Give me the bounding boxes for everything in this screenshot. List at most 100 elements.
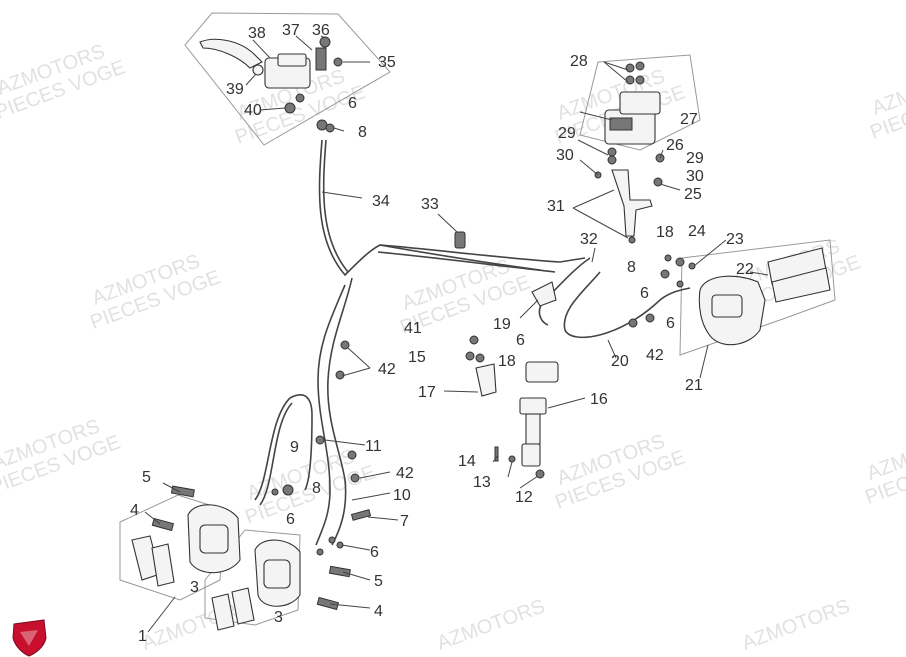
abs-unit-frame <box>579 54 701 151</box>
callout-8: 8 <box>627 259 636 276</box>
pad-3-right-a <box>211 593 235 631</box>
pin-14 <box>494 446 499 462</box>
bolt-7 <box>350 509 372 521</box>
banjo-24 <box>675 257 685 267</box>
callout-11: 11 <box>365 438 382 455</box>
callout-29: 29 <box>686 150 704 167</box>
rear-caliper-piston <box>711 294 743 318</box>
front-master-cylinder-assembly <box>199 36 343 133</box>
callout-6: 6 <box>348 95 357 112</box>
callout-8: 8 <box>358 124 367 141</box>
grommet-29 <box>607 147 617 157</box>
callout-3: 3 <box>190 579 199 596</box>
screw-35 <box>333 57 343 67</box>
clip-42-front-a <box>340 340 350 350</box>
front-right-caliper-frame <box>204 529 301 626</box>
azmotors-shield-logo <box>12 619 47 657</box>
callout-5: 5 <box>142 469 151 486</box>
clip-11 <box>347 450 357 460</box>
pad-3-right-b <box>231 587 255 625</box>
callout-42: 42 <box>378 361 396 378</box>
washer-6-rear <box>676 280 684 288</box>
clip-42b <box>645 313 655 323</box>
rear-clevis <box>521 443 541 467</box>
callout-40: 40 <box>244 102 262 119</box>
washer-6-front-b <box>328 536 336 544</box>
banjo-8 <box>316 119 328 131</box>
callout-31: 31 <box>547 198 565 215</box>
callout-4: 4 <box>130 502 139 519</box>
clip-41 <box>469 335 479 345</box>
reservoir-cap <box>277 53 307 67</box>
fitting-28d <box>635 75 645 85</box>
callout-42: 42 <box>396 465 414 482</box>
washer-6-front-a <box>271 488 279 496</box>
clip-9 <box>315 435 325 445</box>
callout-6: 6 <box>370 544 379 561</box>
front-caliper-right-piston <box>263 559 291 589</box>
clip-13 <box>508 455 516 463</box>
callout-19: 19 <box>493 316 511 333</box>
callout-30: 30 <box>556 147 574 164</box>
hose-abs-lower <box>377 251 556 273</box>
front-left-caliper-frame <box>119 494 226 601</box>
rear-pad-22b <box>771 267 831 303</box>
callout-25: 25 <box>684 186 702 203</box>
bracket-nut <box>628 236 636 244</box>
group-frames <box>119 12 836 626</box>
rear-master-cylinder-assembly <box>454 231 559 479</box>
callout-6: 6 <box>640 285 649 302</box>
leader-lines <box>144 35 769 633</box>
callout-4: 4 <box>374 603 383 620</box>
abs-block-top <box>619 91 661 115</box>
callout-8: 8 <box>312 480 321 497</box>
bleeder-23 <box>688 262 696 270</box>
callout-6: 6 <box>516 332 525 349</box>
callout-21: 21 <box>685 377 703 394</box>
hose-abs-upper <box>379 244 586 263</box>
callout-16: 16 <box>590 391 608 408</box>
bolt-5-left <box>170 485 195 498</box>
clamp-15 <box>465 351 475 361</box>
callout-33: 33 <box>421 196 439 213</box>
callout-15: 15 <box>408 349 426 366</box>
callout-6: 6 <box>286 511 295 528</box>
washer-6 <box>295 93 305 103</box>
callout-29: 29 <box>558 125 576 142</box>
banjo-8b <box>325 123 335 133</box>
callout-22: 22 <box>736 261 754 278</box>
callout-37: 37 <box>282 22 300 39</box>
rear-caliper-frame <box>679 239 836 356</box>
callout-12: 12 <box>515 489 533 506</box>
abs-connector <box>609 117 633 131</box>
callout-10: 10 <box>393 487 411 504</box>
reservoir-hose-bracket-17 <box>475 363 497 397</box>
rear-master-rod <box>525 413 541 445</box>
hose-front-down-a <box>327 277 353 546</box>
hose-34 <box>318 139 541 277</box>
callout-41: 41 <box>404 320 422 337</box>
pad-3-left-b <box>151 543 175 587</box>
callout-13: 13 <box>473 474 491 491</box>
clamp-18 <box>475 353 485 363</box>
clip-42-front-c <box>350 473 360 483</box>
washer-6-front-d <box>316 548 324 556</box>
banjo-bolt-40 <box>284 102 296 114</box>
callout-27: 27 <box>680 111 698 128</box>
front-caliper-assembly <box>131 340 372 631</box>
switch-37 <box>315 47 327 71</box>
callout-42: 42 <box>646 347 664 364</box>
callout-18: 18 <box>498 353 516 370</box>
hose-front-loop <box>254 394 313 501</box>
fitting-28b <box>635 61 645 71</box>
callout-23: 23 <box>726 231 744 248</box>
callout-30: 30 <box>686 168 704 185</box>
abs-bracket-31 <box>611 169 653 237</box>
hose-20 <box>563 271 691 339</box>
callout-34: 34 <box>372 193 390 210</box>
callout-20: 20 <box>611 353 629 370</box>
callout-labels: 1 3 3 4 4 5 5 6 6 6 6 6 6 7 8 8 8 9 10 1… <box>130 22 754 645</box>
bolt-36 <box>319 36 331 48</box>
clip-42-front-b <box>335 370 345 380</box>
